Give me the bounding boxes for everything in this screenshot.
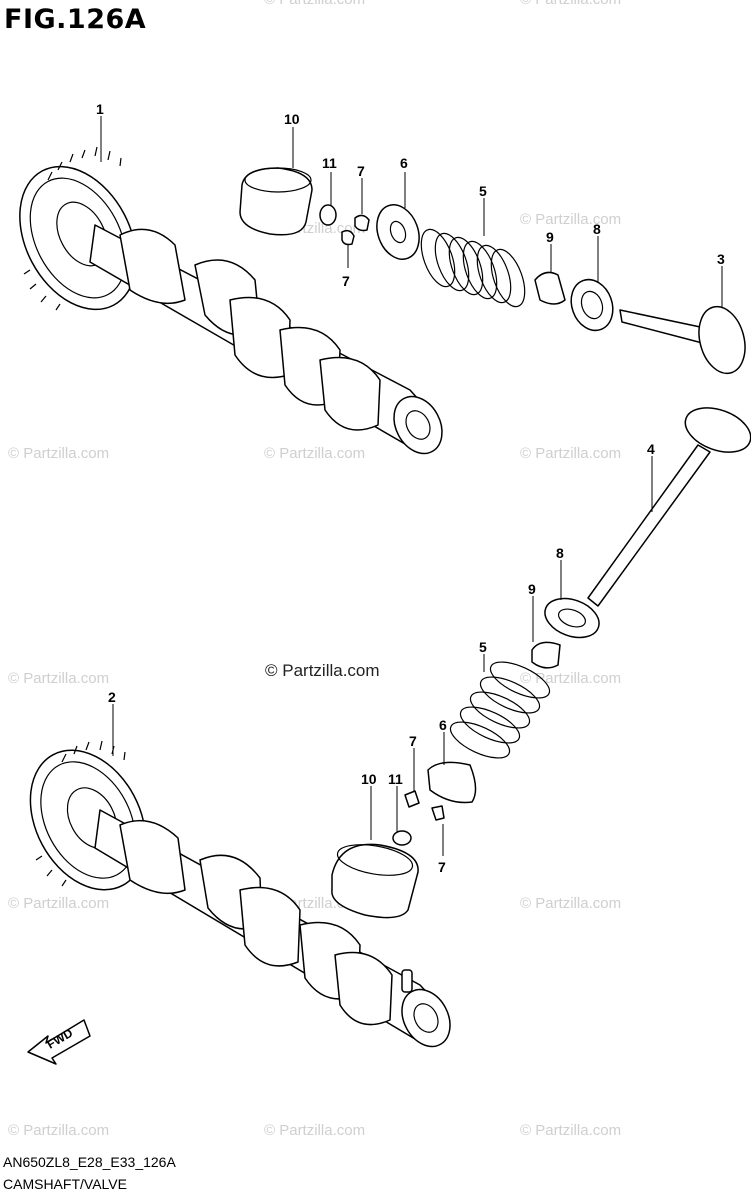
watermark: © Partzilla.com bbox=[8, 1122, 109, 1139]
callout-7: 7 bbox=[409, 733, 417, 749]
callout-8: 8 bbox=[593, 221, 601, 237]
callouts: 1 10 11 7 6 7 5 9 8 3 4 8 9 5 6 7 11 10 … bbox=[96, 101, 725, 875]
watermark: © Partzilla.com bbox=[264, 0, 365, 8]
watermark: © Partzilla.com bbox=[520, 0, 621, 8]
callout-6: 6 bbox=[439, 717, 447, 733]
valve-spring bbox=[420, 228, 526, 308]
callout-7: 7 bbox=[342, 273, 350, 289]
callout-3: 3 bbox=[717, 251, 725, 267]
watermark: © Partzilla.com bbox=[520, 211, 621, 228]
watermark: © Partzilla.com bbox=[8, 445, 109, 462]
watermark: © Partzilla.com bbox=[520, 1122, 621, 1139]
callout-5: 5 bbox=[479, 639, 487, 655]
camshaft-2 bbox=[29, 740, 451, 1048]
callout-1: 1 bbox=[96, 101, 104, 117]
callout-11: 11 bbox=[388, 771, 403, 787]
fwd-arrow-icon: FWD bbox=[27, 1019, 91, 1065]
watermark: © Partzilla.com bbox=[520, 445, 621, 462]
camshaft-1 bbox=[19, 146, 443, 455]
callout-11: 11 bbox=[322, 155, 337, 171]
watermark: © Partzilla.com bbox=[520, 670, 621, 687]
watermark: © Partzilla.com bbox=[8, 670, 109, 687]
callout-6: 6 bbox=[400, 155, 408, 171]
upper-valve-train bbox=[239, 167, 746, 375]
leader-lines bbox=[100, 116, 723, 856]
figure-code: AN650ZL8_E28_E33_126A bbox=[3, 1154, 176, 1170]
callout-10: 10 bbox=[284, 111, 300, 127]
watermark: © Partzilla.com bbox=[8, 895, 109, 912]
valve-spring bbox=[449, 661, 551, 759]
callout-7: 7 bbox=[357, 163, 365, 179]
callout-8: 8 bbox=[556, 545, 564, 561]
callout-2: 2 bbox=[108, 689, 116, 705]
callout-10: 10 bbox=[361, 771, 377, 787]
watermark: © Partzilla.com bbox=[264, 1122, 365, 1139]
callout-9: 9 bbox=[528, 581, 536, 597]
copyright-mark: © Partzilla.com bbox=[265, 661, 380, 680]
figure-title: FIG.126A bbox=[4, 4, 147, 35]
callout-7: 7 bbox=[438, 859, 446, 875]
callout-9: 9 bbox=[546, 229, 554, 245]
figure-name: CAMSHAFT/VALVE bbox=[3, 1176, 127, 1192]
callout-4: 4 bbox=[647, 441, 655, 457]
lower-valve-train bbox=[331, 407, 751, 919]
watermark: © Partzilla.com bbox=[520, 895, 621, 912]
callout-5: 5 bbox=[479, 183, 487, 199]
watermark: © Partzilla.com bbox=[264, 445, 365, 462]
